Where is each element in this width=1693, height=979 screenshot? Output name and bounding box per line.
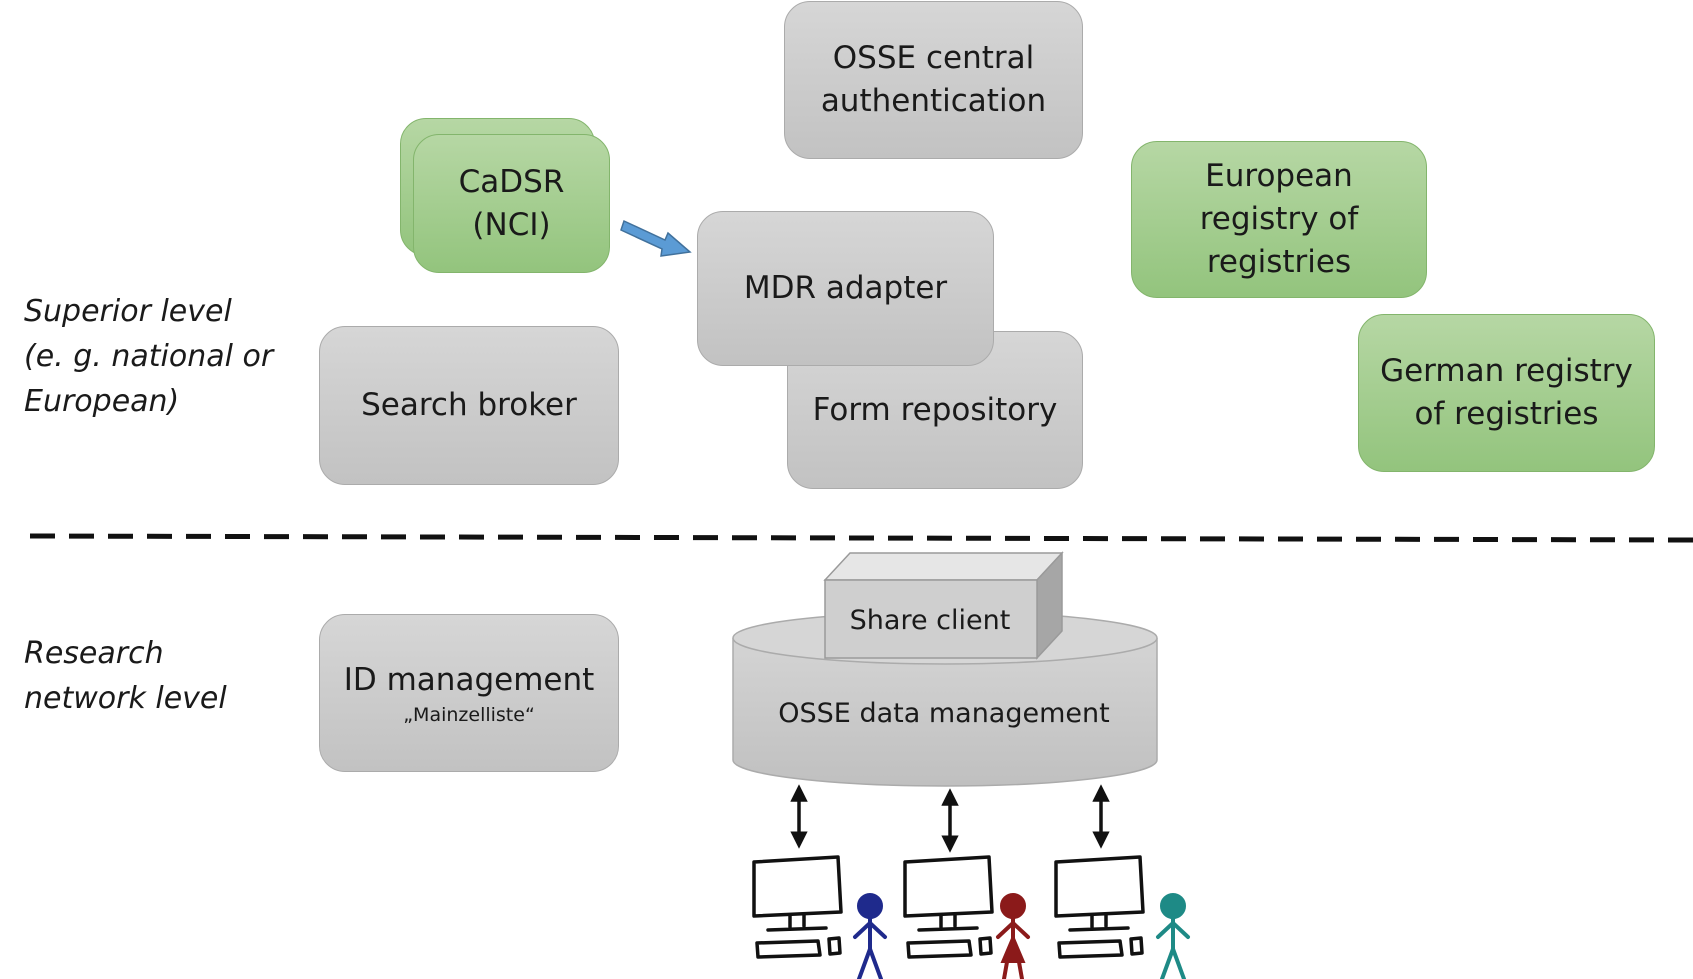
search-broker-box: Search broker xyxy=(319,326,619,485)
osse-data-management-label: OSSE data management xyxy=(778,698,1109,729)
search-broker-label: Search broker xyxy=(361,387,577,424)
osse-central-authentication-label: OSSE central authentication xyxy=(820,40,1047,119)
level-separator xyxy=(29,533,1693,543)
user-icon-blue xyxy=(853,893,887,979)
cadsr-to-mdr-arrow xyxy=(620,219,692,257)
german-registry-box: German registry of registries xyxy=(1358,314,1655,472)
user-icon-teal xyxy=(1156,893,1190,979)
european-registry-box: European registry of registries xyxy=(1131,141,1427,298)
research-network-level-label: Research network level xyxy=(24,636,227,716)
european-registry-label: European registry of registries xyxy=(1199,158,1359,280)
mdr-adapter-box: MDR adapter xyxy=(697,211,994,366)
user-icon-red xyxy=(996,893,1030,979)
computer-icon xyxy=(752,855,843,959)
mdr-adapter-label: MDR adapter xyxy=(743,270,948,307)
share-client-box xyxy=(823,551,1064,660)
id-management-label: ID management xyxy=(343,662,595,699)
computer-icon xyxy=(1054,855,1145,959)
cadsr-label: CaDSR (NCI) xyxy=(458,163,565,243)
share-client-label: Share client xyxy=(850,605,1011,636)
superior-level-label: Superior level (e. g. national or Europe… xyxy=(24,294,274,419)
computer-icon xyxy=(903,855,994,959)
osse-central-authentication-box: OSSE central authentication xyxy=(784,1,1083,159)
german-registry-label: German registry of registries xyxy=(1380,353,1633,432)
form-repository-label: Form repository xyxy=(812,391,1058,428)
id-management-box: ID management „Mainzelliste“ xyxy=(319,614,619,772)
cadsr-box: CaDSR (NCI) xyxy=(413,134,610,273)
id-management-sublabel: „Mainzelliste“ xyxy=(403,703,535,726)
